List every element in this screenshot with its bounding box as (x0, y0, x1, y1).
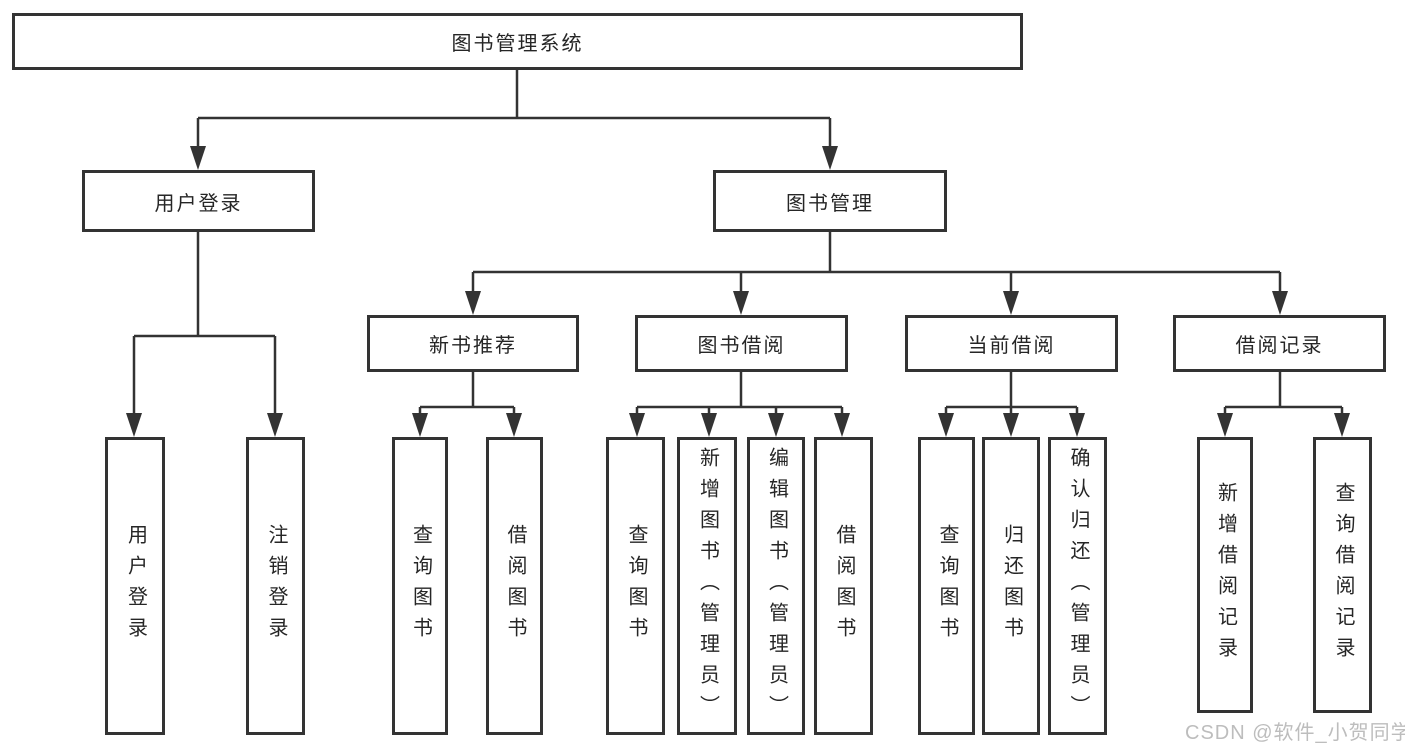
node-label: 新增图书（管理员） (696, 446, 719, 726)
leaf-borrow-books: 借阅图书 (814, 437, 873, 735)
node-current-borrowing: 当前借阅 (905, 315, 1118, 372)
node-user-login-branch: 用户登录 (82, 170, 315, 232)
leaf-add-borrow-record: 新增借阅记录 (1197, 437, 1253, 713)
tree-edges (132, 70, 1344, 420)
node-borrowing-records: 借阅记录 (1173, 315, 1386, 372)
csdn-watermark: CSDN @软件_小贺同学 (1185, 722, 1405, 744)
node-label: 图书管理 (786, 192, 874, 215)
leaf-query-books-recommend: 查询图书 (392, 437, 448, 735)
node-label: 编辑图书（管理员） (765, 446, 788, 726)
leaf-query-books-borrow: 查询图书 (606, 437, 665, 735)
leaf-confirm-return-admin: 确认归还（管理员） (1048, 437, 1107, 735)
node-label: 借阅图书 (504, 524, 526, 648)
node-label: 归还图书 (1000, 524, 1023, 648)
node-label: 查询图书 (625, 524, 647, 648)
node-label: 查询借阅记录 (1332, 482, 1354, 668)
node-book-management-branch: 图书管理 (713, 170, 947, 232)
node-label: 确认归还（管理员） (1067, 446, 1089, 726)
node-label: 查询图书 (409, 524, 432, 648)
node-label: 新增借阅记录 (1214, 482, 1237, 668)
node-label: 查询图书 (936, 524, 958, 648)
arrowheads (126, 146, 1350, 437)
node-label: 新书推荐 (429, 335, 517, 357)
node-label: 图书借阅 (697, 335, 786, 357)
leaf-logout: 注销登录 (246, 437, 305, 735)
node-label: 借阅记录 (1235, 335, 1324, 357)
node-label: 图书管理系统 (451, 33, 584, 55)
node-label: 用户登录 (154, 192, 243, 215)
leaf-query-borrow-record: 查询借阅记录 (1313, 437, 1372, 713)
node-book-borrowing: 图书借阅 (635, 315, 848, 372)
node-root-library-management-system: 图书管理系统 (12, 13, 1023, 70)
node-label: 用户登录 (124, 524, 147, 648)
leaf-add-books-admin: 新增图书（管理员） (677, 437, 737, 735)
leaf-user-login: 用户登录 (105, 437, 165, 735)
node-new-book-recommendation: 新书推荐 (367, 315, 579, 372)
leaf-return-books: 归还图书 (982, 437, 1040, 735)
leaf-borrow-books-recommend: 借阅图书 (486, 437, 543, 735)
node-label: 注销登录 (265, 524, 287, 648)
node-label: 借阅图书 (833, 524, 855, 648)
node-label: 当前借阅 (967, 335, 1056, 357)
leaf-edit-books-admin: 编辑图书（管理员） (747, 437, 805, 735)
leaf-query-books-current: 查询图书 (918, 437, 975, 735)
